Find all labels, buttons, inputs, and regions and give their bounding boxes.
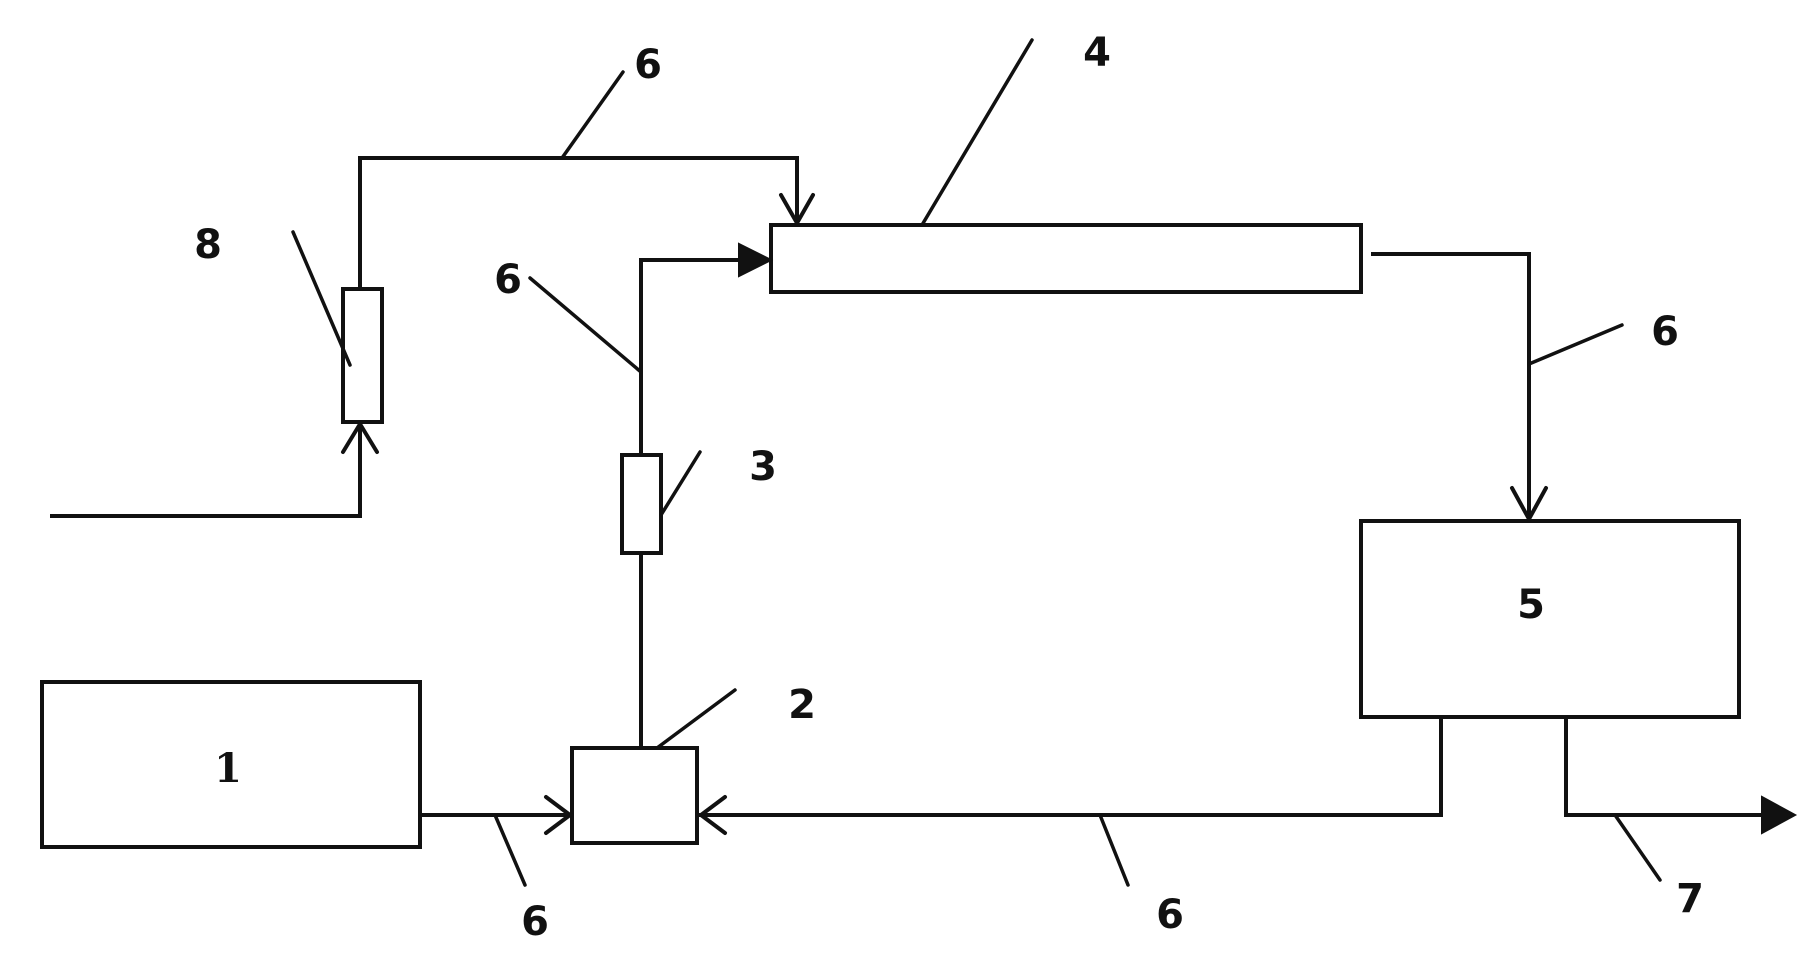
component-8-box [341, 287, 384, 424]
component-8-label: 8 [194, 222, 222, 268]
component-2-leader [655, 688, 737, 750]
line-label-outlet: 7 [1676, 876, 1704, 922]
component-4-box [769, 223, 1363, 294]
line-label-bottom-mid: 6 [1156, 892, 1184, 938]
arrowhead-into-8 [341, 422, 379, 454]
line-label-right: 6 [1651, 309, 1679, 355]
component-4-label: 4 [1083, 30, 1111, 76]
line-label-bottom-left: 6 [521, 899, 549, 945]
line-label-left-mid: 6 [494, 257, 522, 303]
line-label-leader-top-left [560, 70, 625, 160]
flow-line-4-to-5 [1371, 252, 1531, 521]
arrowhead-into-4-top [779, 193, 815, 225]
line-label-leader-bottom-left [493, 813, 527, 887]
line-label-leader-bottom-mid [1098, 813, 1130, 887]
arrowhead-into-4-solid [738, 242, 774, 278]
component-3-leader [659, 450, 702, 517]
arrowhead-into-2-right [699, 795, 727, 835]
flow-line-3-to-4 [639, 258, 747, 457]
line-label-leader-outlet [1613, 813, 1662, 882]
flow-line-8-to-4 [358, 156, 799, 291]
flow-line-feed-to-8 [50, 424, 362, 518]
arrowhead-outlet-solid [1761, 795, 1798, 835]
component-2-label: 2 [788, 682, 816, 728]
arrowhead-into-2-left [544, 795, 572, 835]
component-3-label: 3 [749, 444, 777, 490]
component-4-leader [920, 38, 1034, 227]
component-2-box [570, 746, 699, 845]
component-5-label: 5 [1517, 582, 1545, 628]
line-label-leader-right [1527, 323, 1624, 366]
line-label-top-left: 6 [634, 42, 662, 88]
line-label-leader-left-mid [528, 276, 643, 374]
flow-line-5-to-2 [699, 715, 1443, 817]
component-1-label: 1 [214, 745, 242, 792]
flow-line-5-outlet [1564, 715, 1766, 817]
component-5-box [1359, 519, 1741, 719]
component-3-box [620, 453, 663, 555]
component-8-leader [291, 230, 352, 367]
arrowhead-into-5 [1510, 486, 1548, 521]
component-1-box [40, 680, 422, 849]
